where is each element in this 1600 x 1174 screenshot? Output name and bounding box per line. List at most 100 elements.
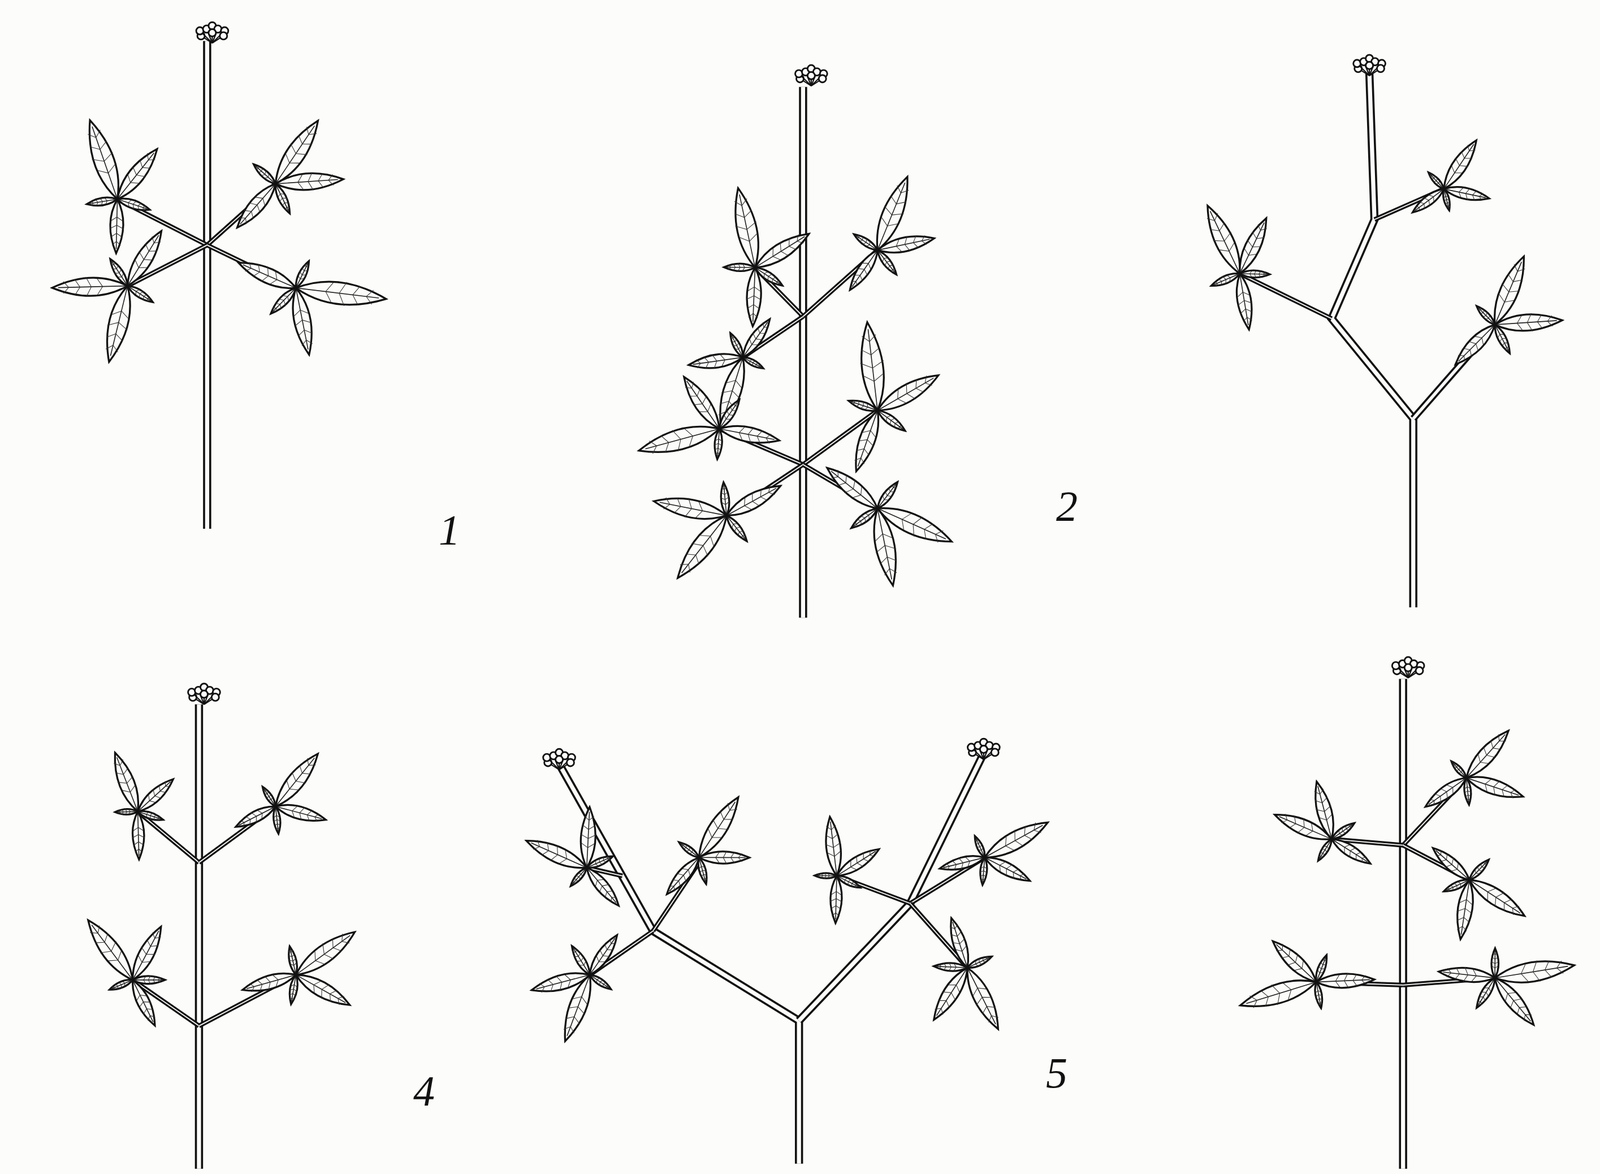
vein	[1436, 849, 1444, 858]
vein	[297, 806, 305, 821]
vein	[1465, 794, 1472, 797]
vein	[1449, 166, 1463, 177]
vein	[565, 1013, 582, 1024]
vein	[606, 855, 610, 861]
midrib	[1468, 778, 1519, 795]
palmate-leaf	[636, 372, 781, 462]
stem-core	[205, 40, 210, 529]
umbels	[188, 22, 1425, 770]
stem	[132, 979, 200, 1026]
vein	[1319, 851, 1326, 856]
vein	[137, 998, 151, 1008]
vein	[135, 992, 147, 1001]
vein	[288, 949, 294, 953]
umbel	[1353, 54, 1386, 76]
vein	[892, 420, 899, 428]
midrib	[1276, 944, 1315, 981]
midrib	[721, 429, 775, 440]
leaflet	[1438, 136, 1483, 193]
vein	[854, 272, 865, 281]
vein	[758, 364, 762, 369]
vein	[1490, 779, 1500, 796]
vein	[938, 996, 953, 1008]
midrib	[277, 757, 315, 805]
midrib	[857, 412, 877, 467]
vein	[860, 401, 866, 410]
leaflet	[698, 851, 750, 864]
leaflet	[111, 144, 164, 205]
vein	[766, 272, 773, 281]
leaflet	[120, 226, 168, 291]
vein	[1352, 974, 1358, 987]
leaflet	[1313, 980, 1325, 1009]
vein	[1509, 903, 1520, 915]
vein	[262, 788, 267, 793]
leaflet	[1421, 772, 1470, 812]
vein	[107, 320, 129, 331]
vein	[1463, 966, 1469, 983]
midrib	[986, 824, 1044, 856]
vein	[751, 360, 756, 367]
vein	[135, 848, 144, 853]
vein	[965, 855, 972, 867]
vein	[145, 296, 151, 302]
midrib	[128, 235, 159, 284]
vein	[920, 235, 927, 246]
vein	[1219, 243, 1236, 255]
midrib	[1477, 307, 1494, 324]
vein	[911, 235, 919, 249]
vein	[862, 238, 868, 246]
vein	[351, 285, 361, 306]
vein	[888, 416, 896, 426]
vein	[695, 502, 704, 519]
leaflet	[1239, 270, 1271, 279]
vein	[264, 173, 271, 180]
leaflet	[109, 199, 124, 254]
vein	[860, 360, 885, 370]
vein	[682, 844, 688, 850]
vein	[852, 399, 856, 405]
midrib	[1443, 971, 1494, 978]
palmate-leaf	[844, 173, 936, 294]
vein	[137, 160, 151, 172]
leaflet	[873, 368, 944, 418]
vein	[1343, 972, 1349, 988]
vein	[898, 511, 911, 530]
vein	[734, 221, 758, 232]
vein	[541, 842, 552, 858]
vein	[1321, 847, 1329, 853]
vein	[663, 497, 672, 510]
vein	[979, 870, 988, 873]
leaflet	[745, 267, 763, 327]
vein	[111, 308, 130, 318]
leaflet	[651, 492, 729, 525]
leaflet	[676, 839, 701, 860]
leaflet	[85, 195, 119, 209]
vein	[1555, 960, 1564, 975]
vein	[854, 456, 867, 465]
vein	[853, 521, 859, 528]
vein	[1237, 299, 1253, 306]
palmate-leaf	[814, 815, 883, 924]
vein	[720, 353, 726, 366]
vein	[689, 388, 703, 400]
vein	[111, 217, 123, 222]
leaflet	[240, 967, 298, 996]
vein	[730, 335, 735, 340]
vein	[1315, 993, 1323, 997]
midrib	[92, 126, 117, 198]
vein	[282, 154, 300, 168]
vein	[897, 424, 903, 430]
leaflet	[126, 922, 168, 983]
midrib	[831, 470, 876, 508]
vein	[89, 140, 109, 153]
vein	[732, 402, 739, 408]
vein	[1314, 788, 1325, 795]
vein	[547, 978, 555, 992]
vein	[1454, 967, 1460, 980]
vein	[283, 293, 291, 302]
leaflet	[972, 834, 988, 859]
vein	[980, 1002, 996, 1014]
figure-number: 5	[1045, 1051, 1068, 1094]
vein	[141, 204, 146, 211]
